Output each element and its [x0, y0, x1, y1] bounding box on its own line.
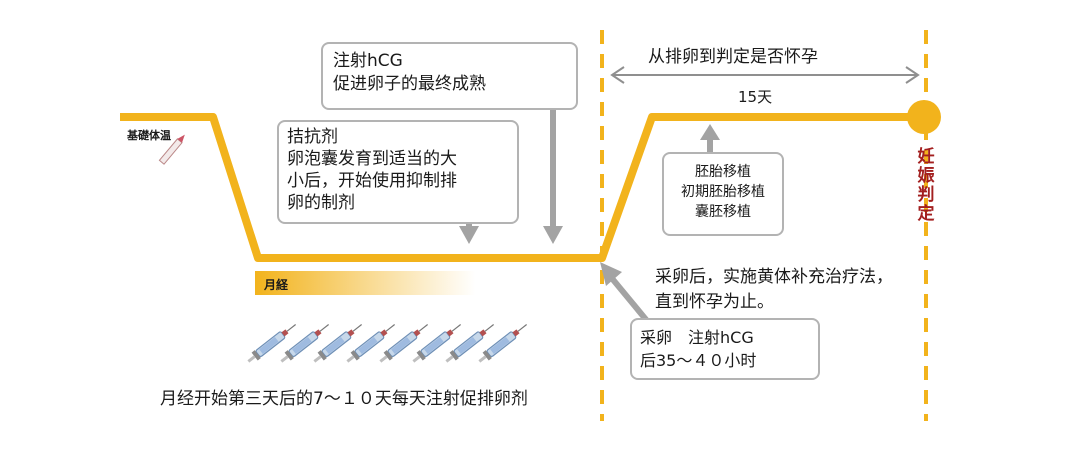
luteal-line1: 采卵后，实施黄体补充治疗法， — [655, 267, 893, 287]
menses-label: 月経 — [264, 278, 289, 292]
pregnancy-judgment-label: 妊 娠 判 定 — [916, 148, 936, 224]
transfer-line1: 胚胎移植 — [695, 164, 751, 180]
bbt-label: 基礎体温 — [127, 129, 171, 142]
hcg-box-line1: 注射hCG — [333, 51, 403, 71]
interval-title: 从排卵到判定是否怀孕 — [648, 47, 818, 67]
transfer-box: 胚胎移植 初期胚胎移植 囊胚移植 — [662, 152, 784, 236]
stimulation-caption: 月经开始第三天后的7～１０天每天注射促排卵剂 — [160, 389, 528, 409]
arrow-up-icon — [700, 124, 720, 152]
antagonist-line2: 卵泡囊发育到适当的大 — [287, 149, 457, 169]
arrow-down-icon — [543, 110, 563, 244]
retrieval-box: 采卵 注射hCG 后35～４０小时 — [630, 318, 820, 380]
judgment-char-2: 娠 — [917, 166, 935, 186]
interval-arrow — [610, 66, 920, 84]
hcg-box-line2: 促进卵子的最终成熟 — [333, 74, 486, 94]
pregnancy-dot-icon — [907, 100, 941, 134]
syringe-row — [244, 319, 531, 367]
syringe-icon — [475, 319, 531, 367]
pencil-icon — [158, 134, 185, 165]
bbt-line — [120, 113, 920, 262]
antagonist-line3: 小后，开始使用抑制排 — [287, 171, 457, 191]
judgment-char-4: 定 — [917, 204, 935, 224]
transfer-line3: 囊胚移植 — [695, 204, 751, 220]
menses-band — [255, 271, 475, 295]
antagonist-line4: 卵的制剂 — [287, 193, 355, 213]
antagonist-line1: 拮抗剂 — [287, 127, 338, 147]
retrieval-line1: 采卵 注射hCG — [640, 328, 754, 347]
arrow-diagonal-icon — [600, 262, 651, 324]
interval-days: 15天 — [738, 88, 773, 106]
hcg-box: 注射hCG 促进卵子的最终成熟 — [321, 42, 578, 110]
transfer-line2: 初期胚胎移植 — [681, 184, 765, 200]
judgment-char-3: 判 — [917, 185, 935, 205]
judgment-char-1: 妊 — [917, 147, 935, 167]
retrieval-line2: 后35～４０小时 — [640, 351, 757, 370]
luteal-line2: 直到怀孕为止。 — [655, 292, 774, 312]
antagonist-box: 拮抗剂 卵泡囊发育到适当的大 小后，开始使用抑制排 卵的制剂 — [277, 120, 519, 224]
